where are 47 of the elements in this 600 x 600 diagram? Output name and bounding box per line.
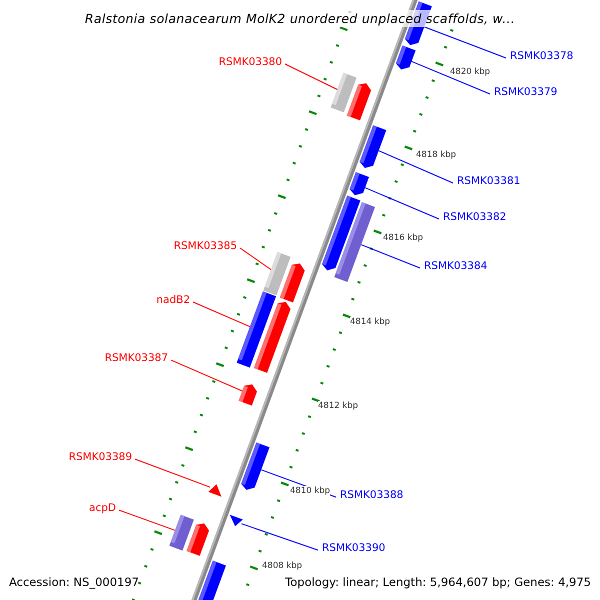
gene-label: RSMK03381 (457, 175, 520, 188)
gene-label: RSMK03380 (218, 56, 282, 69)
leader-line (240, 248, 272, 270)
gene-bar (254, 302, 291, 373)
leader-line (424, 26, 506, 58)
gene-bar (360, 125, 386, 168)
scale-label: 4820 kbp (450, 67, 490, 77)
scale-label: 4816 kbp (383, 233, 424, 243)
leader-line (240, 523, 318, 551)
leader-line (364, 187, 440, 220)
leader-line (118, 510, 176, 531)
gene-label: RSMK03378 (510, 50, 574, 63)
gene-label: acpD (89, 502, 116, 515)
gene-bar (334, 202, 376, 282)
gene-bar (196, 560, 226, 600)
scale-label: 4810 kbp (290, 486, 330, 496)
leader-line (360, 244, 420, 268)
gene-label: RSMK03385 (174, 240, 237, 253)
gene-label: RSMK03388 (340, 489, 404, 502)
gene-bar (208, 484, 222, 497)
gene-bar (350, 172, 370, 196)
gene-label: RSMK03384 (424, 260, 488, 273)
gene-bar (238, 384, 257, 406)
gene-bar (230, 514, 243, 526)
leader-line (192, 302, 250, 328)
leader-line (134, 458, 211, 488)
gene-bar (241, 442, 270, 490)
leader-line (378, 150, 454, 184)
gene-label: RSMK03389 (68, 451, 132, 464)
gene-bar (280, 263, 305, 302)
gene-label: RSMK03387 (104, 352, 168, 365)
leader-line (284, 64, 338, 90)
scale-label: 4808 kbp (262, 561, 302, 571)
leader-line (170, 360, 243, 392)
gene-bar (396, 46, 416, 70)
gene-bar (186, 523, 210, 556)
accession-text: Accession: NS_000197 (9, 575, 139, 589)
gene-label: RSMK03382 (443, 211, 506, 224)
scale-label: 4818 kbp (416, 150, 456, 160)
gene-label: RSMK03390 (322, 542, 386, 555)
scale-label: 4812 kbp (318, 401, 358, 411)
gene-label: nadB2 (156, 294, 190, 307)
scale-label: 4814 kbp (350, 317, 390, 327)
leader-line (411, 60, 490, 94)
summary-text: Topology: linear; Length: 5,964,607 bp; Genes: 4,975 (285, 575, 591, 589)
gene-bar (346, 83, 372, 120)
gene-label: RSMK03379 (494, 86, 558, 99)
